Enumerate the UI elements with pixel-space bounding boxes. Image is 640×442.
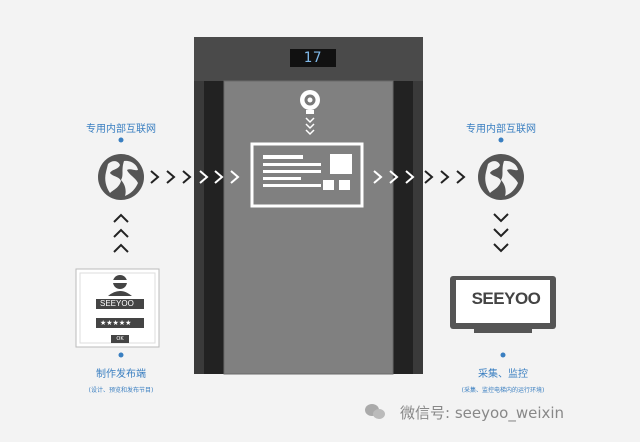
- right-network-label: 专用内部互联网: [466, 124, 536, 135]
- left-up-chevrons: [113, 213, 129, 253]
- monitor-brand-text: SEEYOO: [471, 289, 541, 308]
- right-node-title: 采集、监控: [478, 369, 528, 380]
- floor-number: 17: [303, 50, 323, 66]
- left-node-title: 制作发布端: [96, 369, 146, 380]
- right-title-dot: [500, 352, 506, 358]
- wechat-icon: [365, 404, 385, 419]
- login-username-field: SEEYOO: [100, 299, 134, 308]
- left-to-elevator-arrows: [150, 170, 192, 184]
- watermark-text: 微信号: seeyoo_weixin: [400, 404, 565, 422]
- right-globe-icon: [478, 154, 524, 200]
- left-network-label: 专用内部互联网: [86, 124, 156, 135]
- right-down-chevrons: [493, 213, 509, 253]
- left-inner-arrows: [199, 170, 240, 184]
- login-panel-icon: [75, 268, 160, 348]
- monitor-icon: [450, 276, 556, 333]
- right-node-subtitle: (采集、监控电梯内的运行环境): [461, 387, 545, 394]
- elevator-car: [224, 81, 393, 374]
- right-inner-arrows: [373, 170, 415, 184]
- screen-icon: [250, 142, 364, 208]
- left-title-dot: [118, 352, 124, 358]
- right-network-dot: [498, 137, 504, 143]
- right-outer-arrows: [424, 170, 466, 184]
- left-network-dot: [118, 137, 124, 143]
- floor-display: [290, 49, 336, 67]
- left-node-subtitle: (设计、预览和发布节目): [88, 387, 154, 394]
- camera-down-chevrons: [305, 117, 315, 136]
- login-ok-button: OK: [116, 336, 124, 342]
- camera-icon: [300, 90, 320, 114]
- login-password-field: ★★★★★: [100, 319, 132, 327]
- left-globe-icon: [98, 154, 144, 200]
- watermark: 微信号: seeyoo_weixin: [400, 402, 564, 423]
